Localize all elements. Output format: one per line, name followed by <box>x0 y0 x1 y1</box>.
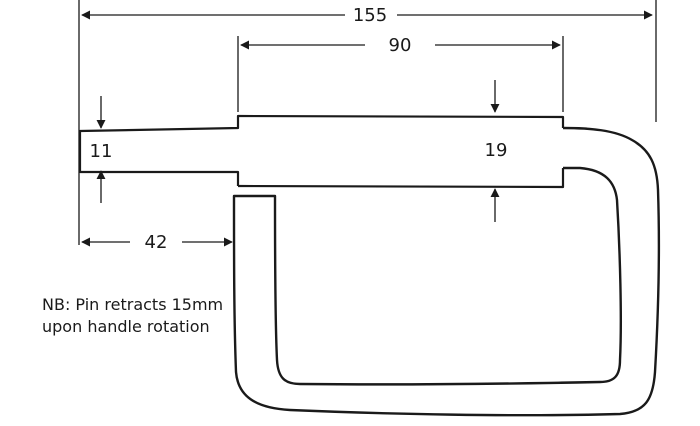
note-line-2: upon handle rotation <box>42 317 210 336</box>
note-line-1: NB: Pin retracts 15mm <box>42 295 224 314</box>
pin-diameter-label: 11 <box>90 141 113 162</box>
pin-to-handle-label: 42 <box>145 232 168 253</box>
retraction-note: NB: Pin retracts 15mm upon handle rotati… <box>42 294 272 338</box>
body-length-label: 90 <box>389 35 412 56</box>
pin-body-outline <box>78 114 565 186</box>
extension-lines <box>78 0 657 245</box>
overall-length-label: 155 <box>353 5 387 26</box>
body-bottom-edge <box>237 168 565 189</box>
handle-outer-outline <box>232 126 661 417</box>
body-diameter-label: 19 <box>485 140 508 161</box>
